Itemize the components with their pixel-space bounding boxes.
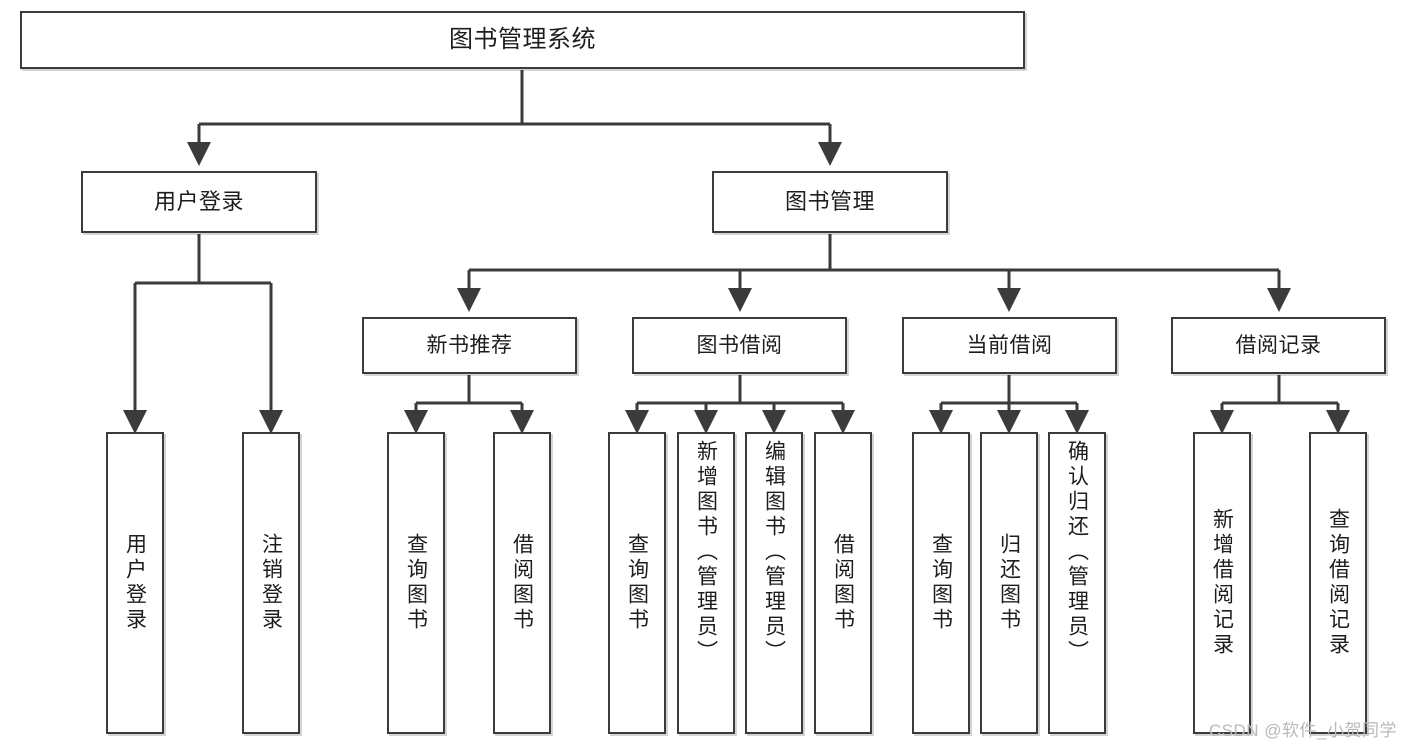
leaf-bb-query-book[interactable]: 查询图书 bbox=[608, 432, 666, 734]
node-root-system[interactable]: 图书管理系统 bbox=[20, 11, 1025, 69]
node-label: 图书借阅 bbox=[696, 333, 783, 357]
node-label: 查询图书 bbox=[929, 533, 953, 633]
node-new-book-recommend[interactable]: 新书推荐 bbox=[362, 317, 577, 374]
leaf-user-login[interactable]: 用户登录 bbox=[106, 432, 164, 734]
node-label: 当前借阅 bbox=[966, 333, 1053, 357]
leaf-bb-borrow-book[interactable]: 借阅图书 bbox=[814, 432, 872, 734]
node-borrow-record[interactable]: 借阅记录 bbox=[1171, 317, 1386, 374]
node-book-management[interactable]: 图书管理 bbox=[712, 171, 948, 233]
leaf-nb-borrow-book[interactable]: 借阅图书 bbox=[493, 432, 551, 734]
node-label: 用户登录 bbox=[153, 188, 244, 214]
node-label: 新书推荐 bbox=[426, 333, 513, 357]
node-label: 查询图书 bbox=[404, 533, 428, 633]
node-user-login[interactable]: 用户登录 bbox=[81, 171, 317, 233]
leaf-bb-edit-book-admin[interactable]: 编辑图书（管理员） bbox=[745, 432, 803, 734]
leaf-bb-add-book-admin[interactable]: 新增图书（管理员） bbox=[677, 432, 735, 734]
node-label: 编辑图书（管理员） bbox=[762, 440, 786, 665]
leaf-br-query-record[interactable]: 查询借阅记录 bbox=[1309, 432, 1367, 734]
leaf-user-logout[interactable]: 注销登录 bbox=[242, 432, 300, 734]
leaf-cb-return-book[interactable]: 归还图书 bbox=[980, 432, 1038, 734]
node-label: 查询图书 bbox=[625, 533, 649, 633]
node-label: 用户登录 bbox=[123, 533, 147, 633]
node-label: 注销登录 bbox=[259, 533, 283, 633]
leaf-nb-query-book[interactable]: 查询图书 bbox=[387, 432, 445, 734]
leaf-cb-query-book[interactable]: 查询图书 bbox=[912, 432, 970, 734]
node-label: 借阅图书 bbox=[831, 533, 855, 633]
node-book-borrow[interactable]: 图书借阅 bbox=[632, 317, 847, 374]
node-label: 借阅图书 bbox=[510, 533, 534, 633]
node-label: 借阅记录 bbox=[1235, 333, 1322, 357]
node-label: 图书管理系统 bbox=[449, 25, 596, 53]
leaf-cb-confirm-return-admin[interactable]: 确认归还（管理员） bbox=[1048, 432, 1106, 734]
node-label: 归还图书 bbox=[997, 533, 1021, 633]
node-label: 图书管理 bbox=[784, 188, 875, 214]
leaf-br-add-record[interactable]: 新增借阅记录 bbox=[1193, 432, 1251, 734]
node-label: 确认归还（管理员） bbox=[1065, 440, 1089, 665]
node-label: 新增图书（管理员） bbox=[694, 440, 718, 665]
node-label: 查询借阅记录 bbox=[1326, 508, 1350, 658]
node-label: 新增借阅记录 bbox=[1210, 508, 1234, 658]
node-current-borrow[interactable]: 当前借阅 bbox=[902, 317, 1117, 374]
